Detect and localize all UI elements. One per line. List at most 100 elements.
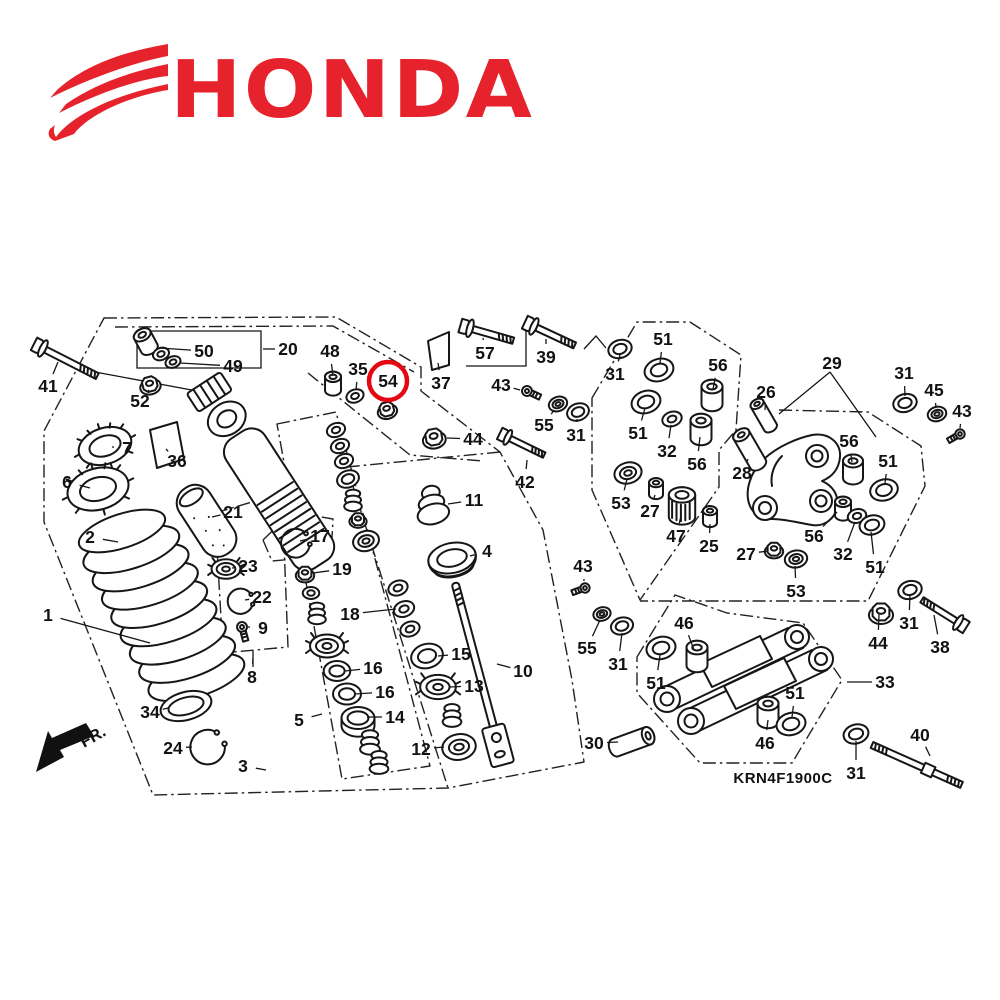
part-glyph [235,620,252,644]
part-number-51: 51 [628,423,648,443]
leader-line [851,454,852,462]
leader-line [163,708,168,709]
part-glyph [925,403,949,425]
part-number-38: 38 [930,637,950,657]
part-number-8: 8 [247,667,257,687]
leader-line [526,460,527,469]
part-glyph [348,512,368,529]
part-number-9: 9 [258,618,268,638]
part-number-50: 50 [194,341,214,361]
part-number-23: 23 [238,556,258,576]
part-glyph [782,547,810,571]
part-number-29: 29 [822,353,842,373]
part-bump-stop [411,483,452,528]
part-spring-seat [157,686,214,727]
part-number-27: 27 [736,544,755,564]
leader-line [80,485,90,488]
leader-line [256,768,266,770]
part-glyph [294,565,316,584]
part-number-35: 35 [348,359,368,379]
part-glyph [368,750,390,775]
part-number-17: 17 [310,526,329,546]
part-number-19: 19 [332,559,352,579]
part-glyph [328,435,352,457]
part-glyph [627,385,665,419]
part-bolt-38 [916,591,972,636]
leader-line [747,459,748,461]
part-glyph [648,477,664,500]
part-number-53: 53 [611,493,631,513]
part-number-31: 31 [608,654,628,674]
part-number-43: 43 [573,556,593,576]
part-number-12: 12 [411,739,431,759]
part-number-51: 51 [785,683,805,703]
part-linkage-arms [654,625,833,734]
part-glyph [343,488,363,513]
leader-line [470,555,475,556]
leader-line [103,539,118,542]
leader-line [438,363,439,370]
leader-line [618,355,620,361]
honda-wordmark: HONDA [170,44,534,136]
part-number-55: 55 [534,415,554,435]
leader-line [332,364,334,376]
part-glyph [307,601,327,626]
part-glyph [397,617,423,641]
part-glyph [324,419,348,441]
part-number-39: 39 [536,347,556,367]
leader-line [53,362,58,374]
part-number-56: 56 [804,526,824,546]
part-number-28: 28 [732,463,752,483]
part-sticker-36 [150,422,184,468]
part-glyph [667,486,697,526]
part-number-10: 10 [513,661,533,681]
part-number-26: 26 [756,382,776,402]
leader-line [909,594,910,610]
part-number-21: 21 [223,502,243,522]
part-number-16: 16 [375,682,395,702]
part-number-45: 45 [924,380,944,400]
honda-logo: HONDA [48,44,534,141]
part-number-43: 43 [952,401,972,421]
leader-line [160,348,191,350]
part-number-15: 15 [451,644,471,664]
leader-line [212,515,220,517]
part-number-7: 7 [122,438,132,458]
part-glyph [226,587,256,616]
part-glyph [685,639,709,674]
part-damper-rod [443,580,514,768]
part-glyph [700,378,724,413]
part-glyph [333,466,363,492]
leader-line [669,425,671,438]
part-number-31: 31 [899,613,919,633]
part-glyph [640,353,678,387]
leader-line [551,410,554,414]
part-number-51: 51 [878,451,898,471]
leader-line [448,502,461,504]
leader-line [593,620,601,636]
part-boot [425,538,479,581]
part-glyph [642,632,680,664]
leader-line [871,532,874,554]
leader-line [148,390,149,391]
leader-line [936,403,937,407]
part-glyph [302,586,320,600]
part-number-34: 34 [140,702,160,722]
leader-line [795,566,796,578]
part-number-31: 31 [846,763,866,783]
part-glyph [546,393,570,415]
leader-line [300,539,307,541]
part-glyph [945,426,968,446]
honda-wing-icon [48,44,169,141]
part-number-13: 13 [464,676,484,696]
part-number-49: 49 [223,356,243,376]
part-glyph [420,426,449,452]
part-number-56: 56 [687,454,707,474]
leader-line [679,516,681,523]
part-glyph [659,408,685,430]
leader-line [885,474,886,483]
part-number-36: 36 [167,451,187,471]
part-number-51: 51 [646,673,666,693]
leader-line [61,618,151,643]
